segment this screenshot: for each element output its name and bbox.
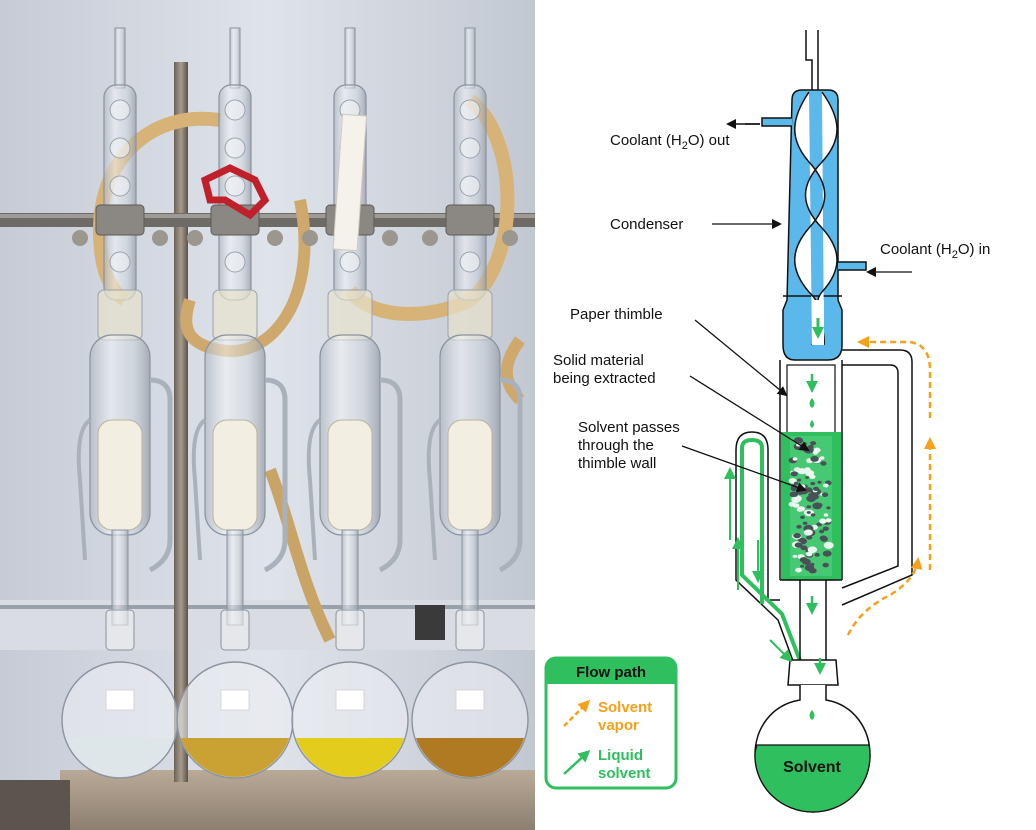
label-condenser: Condenser bbox=[610, 216, 683, 233]
coolant-in-nozzle bbox=[838, 261, 867, 271]
leader-lines bbox=[681, 119, 912, 493]
legend-header bbox=[546, 658, 676, 684]
label-coolant-in: Coolant (H2O) in bbox=[880, 241, 990, 261]
legend-liquid-arrow bbox=[563, 749, 591, 775]
stand-rod bbox=[174, 62, 188, 782]
label-solid-line1: Solid material bbox=[553, 352, 644, 369]
legend-vapor-line1: Solvent bbox=[598, 699, 652, 716]
top-tube bbox=[805, 30, 819, 90]
lab-bench bbox=[60, 770, 535, 830]
flask-label: Solvent bbox=[783, 759, 841, 776]
label-passes-line1: Solvent passes bbox=[578, 419, 680, 436]
liquid-flow-arrows bbox=[724, 467, 793, 663]
soxhlet-photo bbox=[0, 0, 535, 830]
condensate-drops bbox=[806, 374, 818, 428]
label-passes-line2: through the bbox=[578, 437, 654, 454]
label-solid-line2: being extracted bbox=[553, 370, 656, 387]
legend-title: Flow path bbox=[576, 664, 646, 681]
coolant-out-nozzle bbox=[761, 117, 792, 127]
label-coolant-out: Coolant (H2O) out bbox=[610, 132, 730, 152]
flask-solvent-liquid bbox=[754, 744, 871, 813]
label-paper-thimble: Paper thimble bbox=[570, 306, 663, 323]
legend-liquid-line2: solvent bbox=[598, 765, 651, 782]
solid-material bbox=[788, 437, 834, 574]
soxhlet-unit bbox=[411, 27, 529, 779]
extraction-chamber bbox=[779, 360, 843, 580]
flow-path-legend: Flow path Solvent vapor Liquid solvent bbox=[544, 656, 678, 790]
soxhlet-apparatus-group bbox=[61, 27, 529, 779]
soxhlet-unit bbox=[61, 27, 179, 779]
tape-strip bbox=[332, 113, 368, 252]
label-passes-line3: thimble wall bbox=[578, 455, 656, 472]
legend-liquid-line1: Liquid bbox=[598, 747, 643, 764]
soxhlet-diagram: Solvent Coolant (H2O) out Condenser bbox=[535, 0, 1036, 830]
flask-joint bbox=[787, 659, 839, 686]
wall-outlet bbox=[415, 605, 445, 640]
red-clip bbox=[200, 164, 270, 220]
legend-vapor-arrow bbox=[563, 699, 591, 727]
vapor-side-arm bbox=[841, 349, 913, 606]
soxhlet-unit bbox=[176, 27, 294, 779]
vapor-flow-arrows bbox=[846, 336, 936, 636]
siphon-tube bbox=[735, 431, 801, 681]
legend-vapor-line2: vapor bbox=[598, 717, 639, 734]
